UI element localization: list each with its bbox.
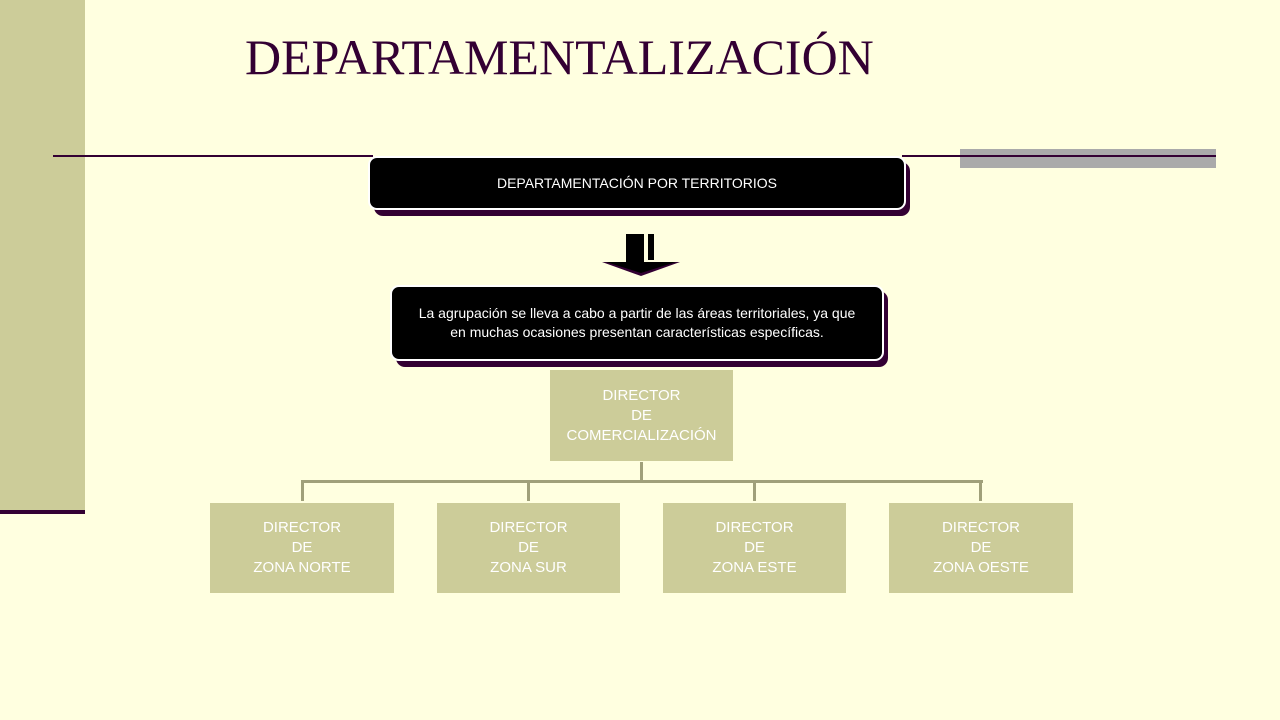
org-child-label: DIRECTOR DE ZONA OESTE [933,519,1029,576]
connector-child-2 [527,480,530,501]
left-accent-underline [0,510,85,514]
slide-title: DEPARTAMENTALIZACIÓN [245,29,874,85]
org-child-box-south: DIRECTOR DE ZONA SUR [437,503,620,593]
decorative-gray-bar [960,149,1216,168]
connector-child-1 [301,480,304,501]
title-rule-right [902,155,1216,157]
description-box-text: La agrupación se lleva a cabo a partir d… [418,305,856,340]
org-child-box-north: DIRECTOR DE ZONA NORTE [210,503,394,593]
connector-child-4 [979,480,982,501]
left-accent-bar [0,0,85,512]
connector-root-down [640,462,643,482]
org-child-label: DIRECTOR DE ZONA NORTE [253,519,351,576]
org-child-box-east: DIRECTOR DE ZONA ESTE [663,503,846,593]
org-root-box: DIRECTOR DE COMERCIALIZACIÓN [550,370,733,461]
connector-horizontal [301,480,983,483]
org-root-label: DIRECTOR DE COMERCIALIZACIÓN [566,386,717,444]
down-arrow-icon [602,234,680,276]
org-child-label: DIRECTOR DE ZONA SUR [489,519,568,576]
description-box: La agrupación se lleva a cabo a partir d… [390,285,884,361]
org-child-label: DIRECTOR DE ZONA ESTE [712,519,797,576]
header-box-label: DEPARTAMENTACIÓN POR TERRITORIOS [496,174,778,191]
org-child-box-west: DIRECTOR DE ZONA OESTE [889,503,1073,593]
header-box: DEPARTAMENTACIÓN POR TERRITORIOS [368,156,906,210]
connector-child-3 [753,480,756,501]
title-rule-left [53,155,373,157]
